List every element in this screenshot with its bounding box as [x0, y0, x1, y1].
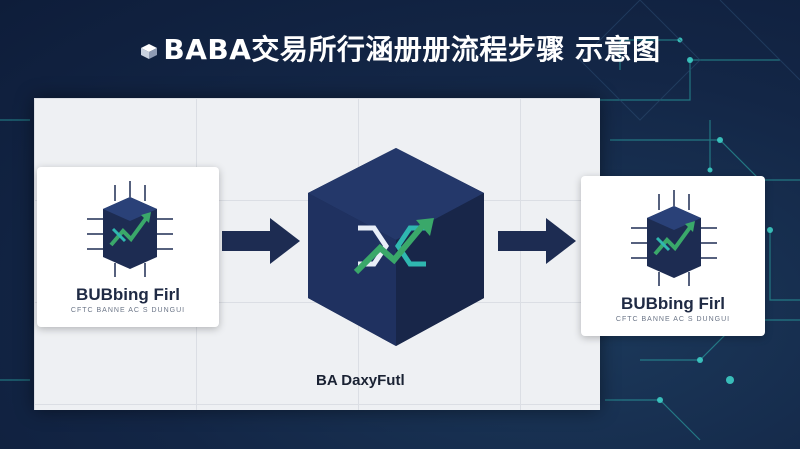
center-node-label: BA DaxyFutl [316, 372, 405, 389]
logo-icon [141, 44, 158, 59]
left-node-title: BUBbing Firl [76, 285, 180, 304]
right-node-title: BUBbing Firl [621, 294, 725, 313]
left-node-card: BUBbing Firl CFTC BANNE AC S DUNGUI [37, 167, 219, 327]
title-text: BABA交易所行涵册册流程步骤 示意图 [163, 33, 661, 66]
page-title: BABA交易所行涵册册流程步骤 示意图 [0, 28, 800, 68]
server-node-icon [631, 190, 717, 286]
left-node-subtitle: CFTC BANNE AC S DUNGUI [70, 307, 186, 314]
center-cube-node [308, 148, 484, 346]
exchange-chart-icon [353, 218, 434, 275]
right-node-card: BUBbing Firl CFTC BANNE AC S DUNGUI [581, 176, 765, 336]
server-node-icon [87, 181, 173, 277]
flow-arrow-2 [498, 218, 576, 264]
flow-arrow-1 [222, 218, 300, 264]
right-node-subtitle: CFTC BANNE AC S DUNGUI [615, 316, 731, 323]
